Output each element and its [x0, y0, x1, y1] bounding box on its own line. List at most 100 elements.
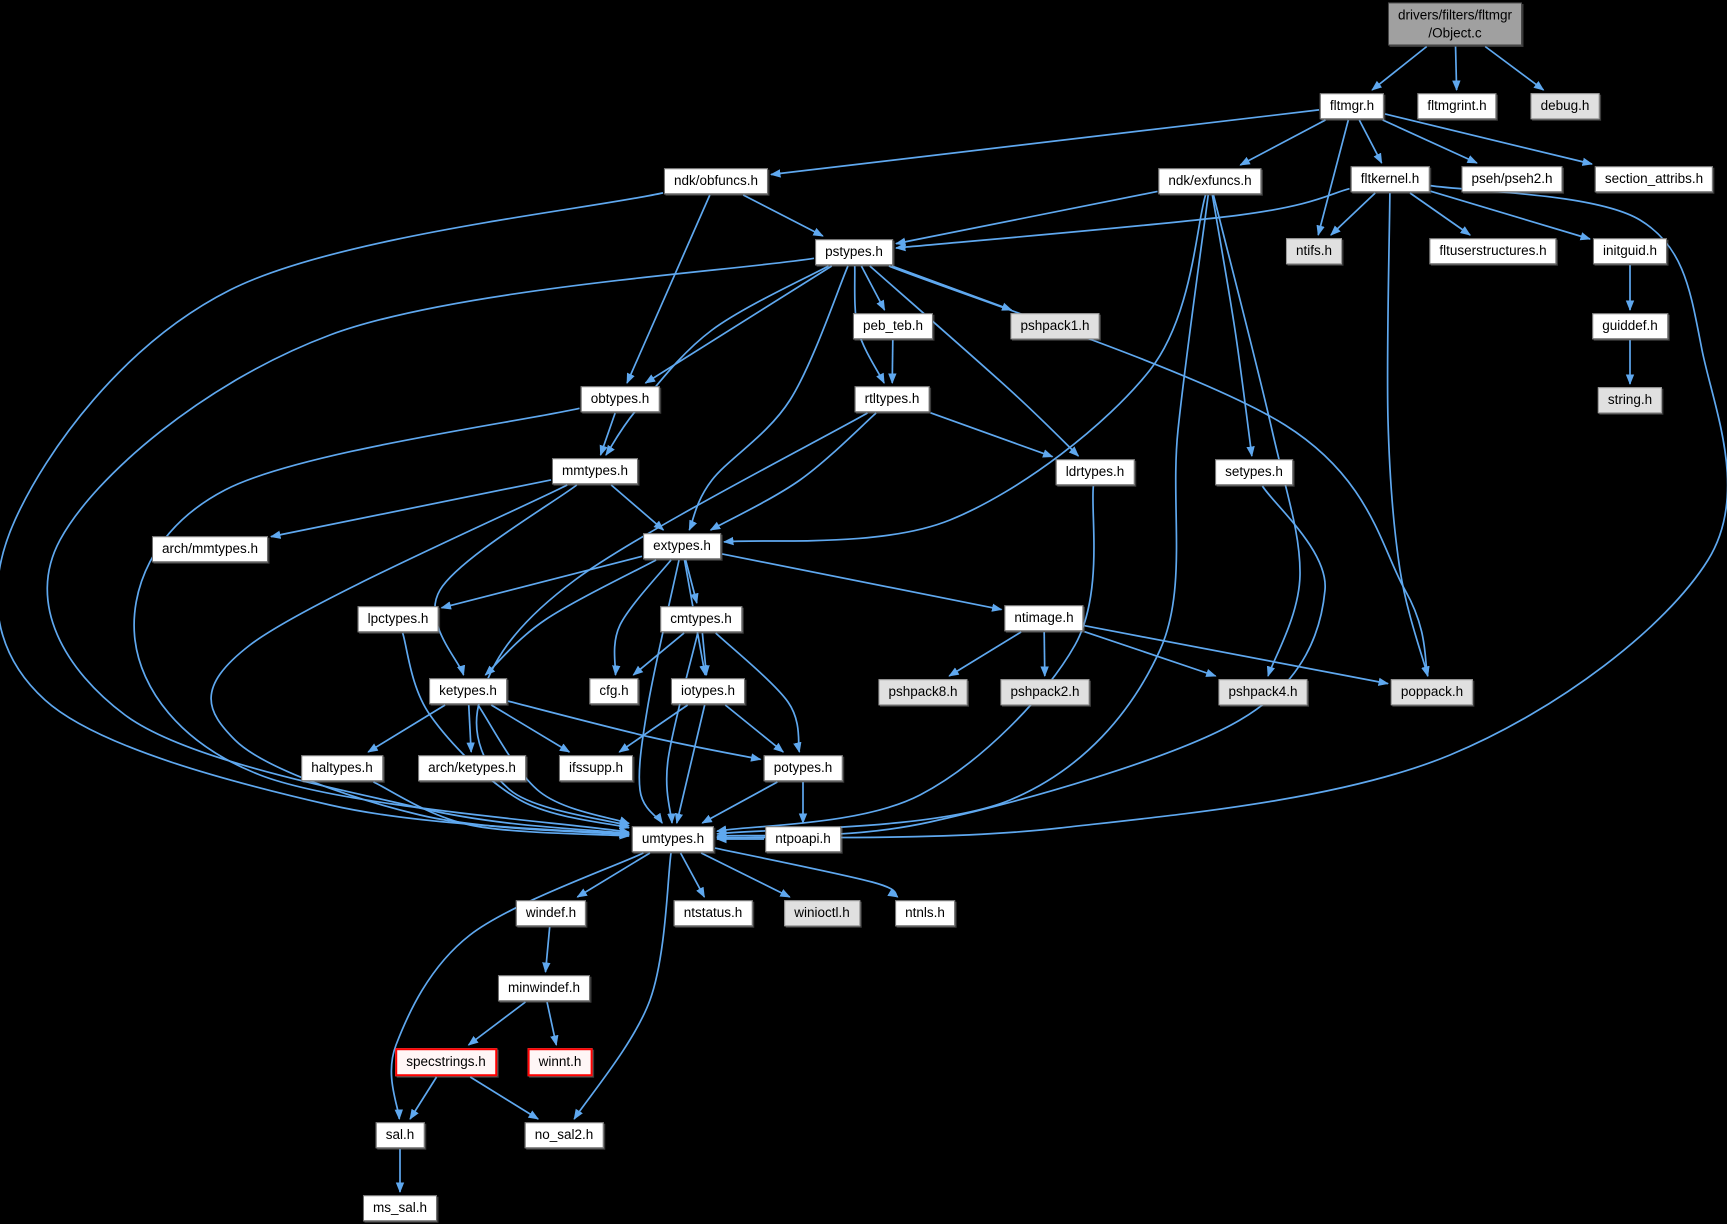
node-ketypes[interactable]: ketypes.h [429, 678, 507, 704]
edge-rtltypes-to-extypes [709, 412, 877, 531]
node-setypes[interactable]: setypes.h [1215, 459, 1293, 485]
edge-peb_teb-to-rtltypes [888, 339, 897, 384]
node-fltmgrint[interactable]: fltmgrint.h [1417, 93, 1497, 119]
edge-mmtypes-to-ketypes [433, 484, 578, 676]
edge-ntimage-to-poppack [1084, 624, 1389, 686]
edge-fltkernel-to-umtypes [716, 184, 1727, 842]
edge-windef-to-minwindef [542, 926, 551, 973]
node-fltkernel[interactable]: fltkernel.h [1350, 166, 1430, 192]
edge-umtypes-to-no_sal2 [573, 852, 672, 1120]
node-ifssupp[interactable]: ifssupp.h [558, 755, 634, 781]
edge-obtypes-to-umtypes [133, 407, 630, 835]
edge-ntimage-to-pshpack2 [1040, 631, 1049, 677]
node-pseh2[interactable]: pseh/pseh2.h [1461, 166, 1563, 192]
node-objectc[interactable]: drivers/filters/fltmgr /Object.c [1387, 2, 1523, 46]
node-pshpack1[interactable]: pshpack1.h [1010, 313, 1100, 339]
node-windef[interactable]: windef.h [515, 900, 587, 926]
node-sal[interactable]: sal.h [375, 1122, 425, 1148]
node-pshpack2[interactable]: pshpack2.h [1000, 679, 1090, 705]
node-obfuncs[interactable]: ndk/obfuncs.h [663, 168, 769, 194]
edge-extypes-to-lpctypes [440, 555, 643, 610]
edge-exfuncs-to-extypes [723, 194, 1207, 546]
edge-mmtypes-to-umtypes [210, 484, 630, 839]
edge-fltmgr-to-obfuncs [770, 109, 1320, 178]
node-iotypes[interactable]: iotypes.h [670, 678, 746, 704]
node-minwindef[interactable]: minwindef.h [497, 975, 591, 1001]
node-exfuncs[interactable]: ndk/exfuncs.h [1158, 168, 1262, 194]
node-cfg[interactable]: cfg.h [589, 678, 639, 704]
edge-umtypes-to-winioctl [700, 852, 791, 898]
node-fltmgr[interactable]: fltmgr.h [1319, 93, 1385, 119]
edge-rtltypes-to-ldrtypes [930, 412, 1054, 458]
node-extypes[interactable]: extypes.h [643, 533, 721, 559]
node-ntifs[interactable]: ntifs.h [1285, 238, 1343, 264]
edge-fltkernel-to-initguid [1430, 190, 1591, 241]
node-pshpack4[interactable]: pshpack4.h [1218, 679, 1308, 705]
edge-iotypes-to-umtypes [674, 704, 706, 824]
node-guiddef[interactable]: guiddef.h [1592, 313, 1668, 339]
edge-ntimage-to-pshpack4 [1084, 630, 1217, 677]
node-mmtypes[interactable]: mmtypes.h [551, 458, 639, 484]
edge-fltkernel-to-ntifs [1330, 192, 1376, 236]
edge-cmtypes-to-iotypes [701, 632, 710, 676]
edge-fltkernel-to-poppack [1386, 192, 1430, 677]
edge-exfuncs-to-umtypes [716, 194, 1210, 838]
edge-potypes-to-umtypes [701, 781, 778, 824]
node-ntpoapi[interactable]: ntpoapi.h [765, 826, 841, 852]
node-ntnls[interactable]: ntnls.h [895, 900, 955, 926]
edge-haltypes-to-umtypes [373, 781, 630, 840]
node-no_sal2[interactable]: no_sal2.h [524, 1122, 604, 1148]
edge-specstrings-to-sal [409, 1076, 438, 1120]
edge-fltmgr-to-pseh2 [1382, 119, 1478, 164]
edge-extypes-to-ketypes [484, 559, 657, 676]
edge-fltkernel-to-fltuserstructures [1409, 192, 1471, 236]
node-ntimage[interactable]: ntimage.h [1004, 605, 1084, 631]
edge-pstypes-to-poppack [888, 265, 1430, 677]
edge-ketypes-to-haltypes [367, 704, 446, 753]
edge-mmtypes-to-extypes [610, 484, 665, 531]
edge-pstypes-to-peb_teb [860, 265, 886, 311]
node-haltypes[interactable]: haltypes.h [301, 755, 383, 781]
edge-fltkernel-to-pstypes [895, 187, 1350, 252]
node-cmtypes[interactable]: cmtypes.h [660, 606, 742, 632]
node-debug[interactable]: debug.h [1530, 93, 1600, 119]
node-umtypes[interactable]: umtypes.h [631, 826, 715, 852]
edge-cmtypes-to-umtypes [665, 632, 699, 824]
node-archketypes[interactable]: arch/ketypes.h [418, 755, 526, 781]
node-string[interactable]: string.h [1597, 387, 1663, 413]
node-rtltypes[interactable]: rtltypes.h [854, 386, 930, 412]
edge-extypes-to-cmtypes [684, 559, 699, 604]
edge-ketypes-to-ifssupp [490, 704, 571, 753]
node-poppack[interactable]: poppack.h [1390, 679, 1474, 705]
node-ldrtypes[interactable]: ldrtypes.h [1055, 459, 1135, 485]
edge-obtypes-to-mmtypes [599, 412, 616, 456]
node-specstrings[interactable]: specstrings.h [395, 1048, 497, 1076]
node-ms_sal[interactable]: ms_sal.h [362, 1195, 438, 1221]
node-ntstatus[interactable]: ntstatus.h [673, 900, 753, 926]
edge-cmtypes-to-cfg [632, 632, 685, 676]
node-pstypes[interactable]: pstypes.h [815, 239, 893, 265]
node-archmmtypes[interactable]: arch/mmtypes.h [151, 536, 269, 562]
node-lpctypes[interactable]: lpctypes.h [357, 606, 439, 632]
node-fltuserstructures[interactable]: fltuserstructures.h [1429, 238, 1557, 264]
node-winnt[interactable]: winnt.h [527, 1048, 593, 1076]
edge-pstypes-to-extypes [688, 265, 849, 531]
node-sectionattribs[interactable]: section_attribs.h [1594, 166, 1714, 192]
node-obtypes[interactable]: obtypes.h [580, 386, 660, 412]
edge-specstrings-to-no_sal2 [469, 1076, 539, 1120]
edge-objectc-to-fltmgr [1371, 45, 1428, 91]
edge-iotypes-to-ifssupp [618, 704, 689, 753]
edge-minwindef-to-specstrings [467, 1001, 526, 1046]
edge-objectc-to-debug [1484, 45, 1545, 91]
node-pshpack8[interactable]: pshpack8.h [878, 679, 968, 705]
edge-fltmgr-to-fltkernel [1358, 119, 1383, 164]
edge-exfuncs-to-pstypes [895, 190, 1158, 246]
edge-extypes-to-cfg [612, 559, 672, 676]
node-winioctl[interactable]: winioctl.h [784, 900, 860, 926]
node-peb_teb[interactable]: peb_teb.h [852, 313, 934, 339]
node-initguid[interactable]: initguid.h [1592, 238, 1668, 264]
node-potypes[interactable]: potypes.h [763, 755, 843, 781]
edge-ketypes-to-archketypes [466, 704, 475, 753]
